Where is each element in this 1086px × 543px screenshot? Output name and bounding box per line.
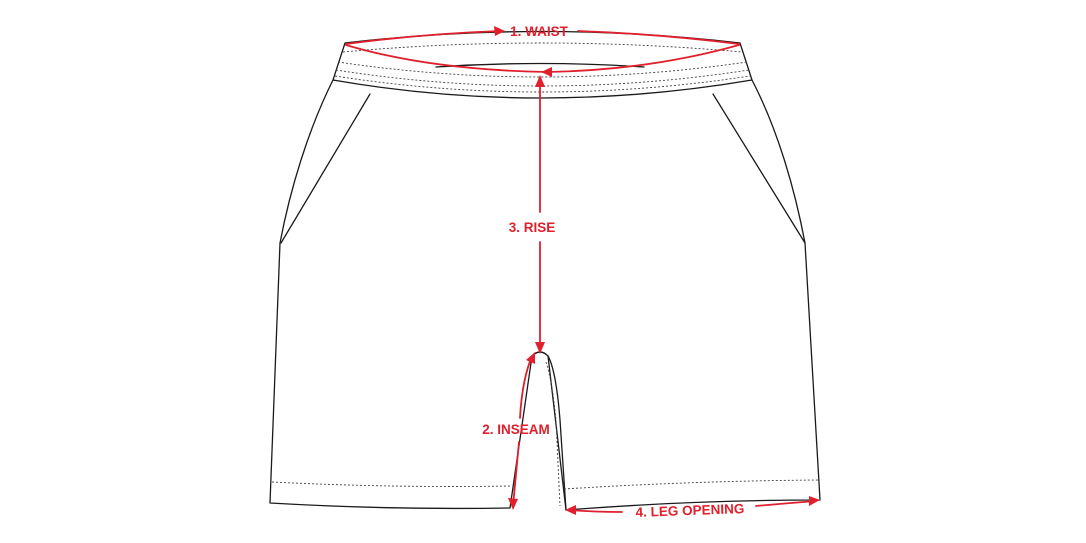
leg-opening-measure-line-right [755, 500, 817, 507]
leg-opening-arrowhead-right [809, 496, 820, 506]
waistband-stitch-top [342, 42, 743, 53]
leg-opening-label: 4. LEG OPENING [635, 501, 744, 520]
inseam-measure-line-lower [512, 441, 520, 507]
left-hem-stitch [271, 481, 513, 487]
crotch-gusset-line [547, 355, 567, 511]
waist-arrowhead-left [541, 67, 552, 77]
waist-arrowhead-right [494, 26, 505, 36]
shorts-body-outline [269, 79, 821, 511]
inseam-label: 2. INSEAM [482, 422, 550, 437]
right-pocket [712, 93, 806, 244]
crotch-gusset-stitch [545, 361, 561, 507]
leg-opening-arrowhead-left [565, 505, 576, 515]
leg-opening-measure-line-left [568, 509, 623, 513]
measurement-labels: 1. WAIST 3. RISE 2. INSEAM 4. LEG OPENIN… [482, 24, 744, 520]
waist-measure-top-line-right [577, 30, 740, 45]
waistband-opening [435, 62, 645, 68]
measurement-lines [345, 26, 820, 515]
waist-label: 1. WAIST [510, 24, 569, 39]
inseam-arrowhead-top [526, 352, 535, 364]
rise-label: 3. RISE [509, 220, 556, 235]
rise-arrowhead-top [535, 75, 545, 87]
left-pocket [280, 93, 371, 244]
waist-measure-top-line [345, 30, 501, 45]
shorts-illustration [269, 30, 821, 511]
inseam-arrowhead-bottom [508, 498, 518, 510]
waistband-stitch-2 [335, 69, 750, 87]
rise-arrowhead-bottom [535, 342, 545, 354]
waistband [332, 30, 753, 99]
